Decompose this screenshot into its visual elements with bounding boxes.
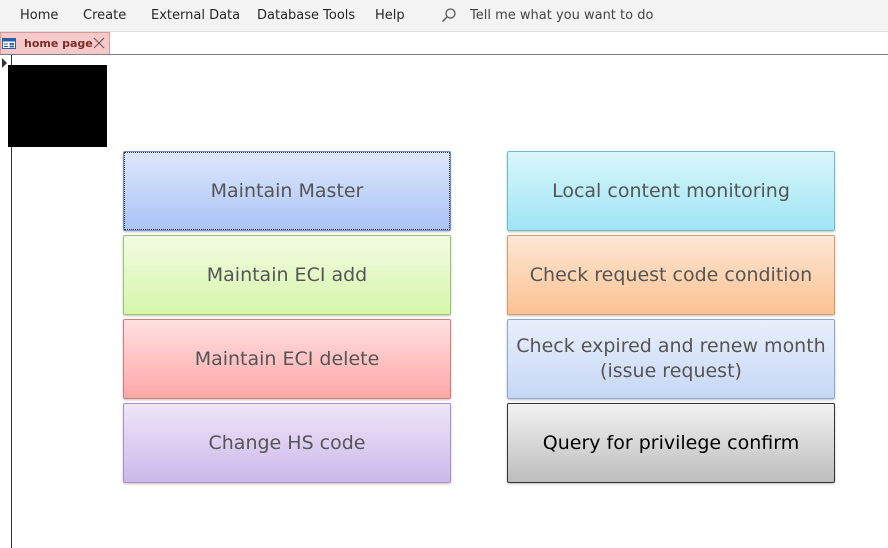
change-hs-code-label: Change HS code [208, 431, 366, 454]
close-icon[interactable] [92, 36, 106, 50]
tab-help[interactable]: Help [375, 8, 405, 23]
maintain-eci-delete-label: Maintain ECI delete [194, 347, 380, 370]
maintain-eci-delete-button[interactable]: Maintain ECI delete [123, 319, 451, 399]
check-request-code-condition-button[interactable]: Check request code condition [507, 235, 835, 315]
check-expired-renew-month-label: Check expired and renew month (issue req… [516, 334, 825, 384]
tab-home[interactable]: Home [20, 8, 59, 23]
form-icon [2, 38, 16, 49]
document-tab-bar: home page [0, 32, 888, 55]
document-tab-home-page[interactable]: home page [0, 32, 110, 54]
change-hs-code-button[interactable]: Change HS code [123, 403, 451, 483]
tell-me-search-input[interactable]: Tell me what you want to do [470, 8, 654, 23]
record-selector[interactable] [0, 55, 12, 548]
query-privilege-confirm-button[interactable]: Query for privilege confirm [507, 403, 835, 483]
maintain-master-button[interactable]: Maintain Master [123, 151, 451, 231]
record-arrow-icon [2, 58, 7, 68]
search-icon[interactable] [441, 7, 457, 23]
query-privilege-confirm-label: Query for privilege confirm [542, 431, 800, 454]
check-expired-renew-month-button[interactable]: Check expired and renew month (issue req… [507, 319, 835, 399]
logo-image [8, 65, 107, 147]
tab-database-tools[interactable]: Database Tools [257, 8, 356, 23]
check-expired-line1: Check expired and renew month [516, 335, 826, 357]
local-content-monitoring-button[interactable]: Local content monitoring [507, 151, 835, 231]
check-expired-line2: (issue request) [600, 360, 742, 382]
check-request-code-condition-label: Check request code condition [529, 263, 813, 286]
maintain-eci-add-label: Maintain ECI add [206, 263, 368, 286]
document-tab-label: home page [24, 37, 93, 50]
maintain-master-label: Maintain Master [210, 179, 364, 202]
tab-create[interactable]: Create [83, 8, 127, 23]
tab-external-data[interactable]: External Data [151, 8, 241, 23]
local-content-monitoring-label: Local content monitoring [552, 179, 790, 202]
ribbon: Home Create External Data Database Tools… [0, 0, 888, 32]
maintain-eci-add-button[interactable]: Maintain ECI add [123, 235, 451, 315]
